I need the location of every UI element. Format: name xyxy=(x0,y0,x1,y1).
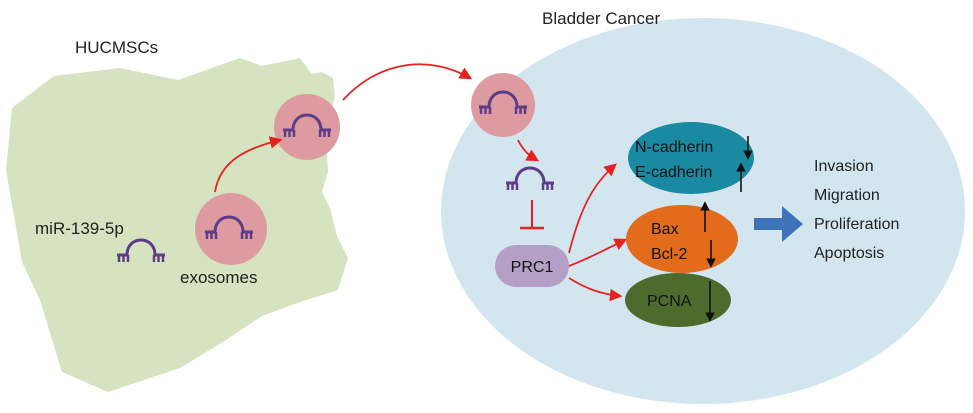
arrow-prc1-cadherin xyxy=(568,163,617,254)
hucmsc-cell xyxy=(6,58,348,392)
outcome-invasion: Invasion xyxy=(814,158,874,175)
cadherin-node xyxy=(628,122,754,194)
prc1-label: PRC1 xyxy=(511,259,554,276)
exosome-large xyxy=(195,193,267,265)
pcna-node xyxy=(625,273,731,327)
bladder-cancer-label: Bladder Cancer xyxy=(542,9,660,28)
outcome-arrow xyxy=(754,206,803,242)
inhibition-symbol xyxy=(520,200,544,230)
prc1-node xyxy=(495,245,569,287)
outcome-apoptosis: Apoptosis xyxy=(814,245,884,262)
outcome-list: Invasion Migration Proliferation Apoptos… xyxy=(814,158,899,262)
exosome-cancer xyxy=(471,73,535,137)
ncadherin-label: N-cadherin xyxy=(635,139,713,156)
arrow-prc1-pcna xyxy=(568,277,623,302)
arrow-release xyxy=(517,139,540,162)
ecadherin-label: E-cadherin xyxy=(635,164,712,181)
bax-bcl2-node xyxy=(626,205,738,273)
exosome-mid xyxy=(274,94,340,160)
exosomes-label: exosomes xyxy=(180,268,257,287)
mirna-label: miR-139-5p xyxy=(35,219,124,238)
pcna-label: PCNA xyxy=(647,293,692,310)
bcl2-label: Bcl-2 xyxy=(651,246,688,263)
arrow-prc1-bax xyxy=(568,238,628,267)
arrow-exosome-out xyxy=(214,136,283,193)
arrow-to-cancer-cell xyxy=(342,63,473,101)
bax-label: Bax xyxy=(651,221,679,238)
outcome-proliferation: Proliferation xyxy=(814,216,899,233)
hucmsc-label: HUCMSCs xyxy=(75,38,158,57)
outcome-migration: Migration xyxy=(814,187,880,204)
